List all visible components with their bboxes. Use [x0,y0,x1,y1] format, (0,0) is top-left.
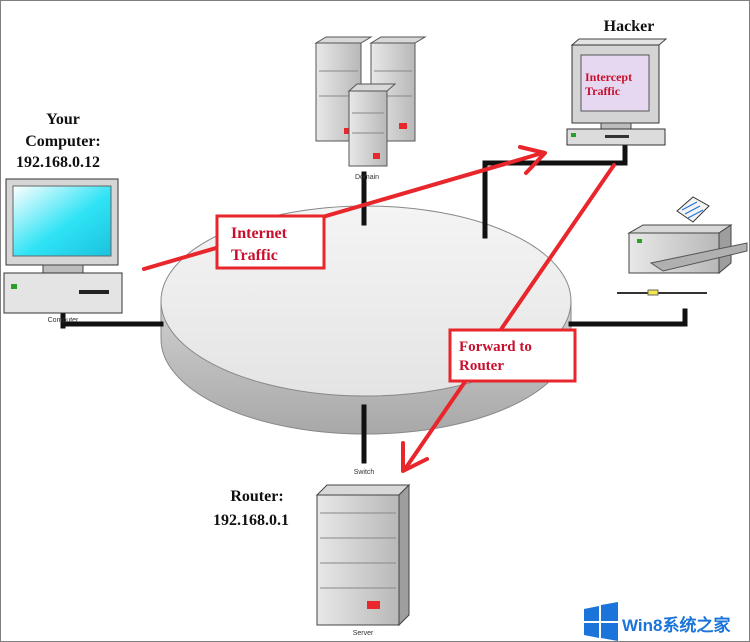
switch-label: Switch [354,469,375,476]
domain-servers: Domain [314,36,427,181]
svg-text:Computer:: Computer: [25,133,101,150]
hacker-screen-line2: Traffic [585,84,621,98]
forward-arrow [401,163,616,473]
server-label: Server [353,630,374,637]
server-tower-front [347,83,397,167]
forward-to-router-callout: Forward to Router [448,328,577,383]
router-label: Router: 192.168.0.1 [213,488,289,529]
svg-text:Internet: Internet [231,225,288,242]
your-computer: Computer [3,178,123,324]
router-server: Switch Server [315,469,411,637]
svg-text:Forward to: Forward to [459,339,532,355]
intercept-arrow [142,145,547,271]
power-led [11,284,17,289]
hacker-label: Hacker [604,18,655,35]
internet-traffic-callout: Internet Traffic [215,214,326,270]
watermark-text: Win8系统之家 [622,615,730,635]
printer [617,196,748,296]
hacker-computer: Intercept Traffic Hacker [566,18,668,146]
svg-text:Your: Your [46,111,80,128]
svg-text:192.168.0.12: 192.168.0.12 [16,154,100,171]
windows-logo-icon [584,602,618,641]
svg-text:192.168.0.1: 192.168.0.1 [213,512,289,529]
computer-screen [12,185,112,257]
watermark: Win8系统之家 [584,602,730,641]
svg-text:Router: Router [459,358,504,374]
svg-text:Traffic: Traffic [231,247,278,264]
hacker-screen [580,54,650,112]
svg-text:Router:: Router: [230,488,283,505]
hacker-screen-line1: Intercept [585,70,632,84]
computer-small-label: Computer [48,317,79,324]
domain-label: Domain [355,174,379,181]
your-computer-label: Your Computer: 192.168.0.12 [16,111,101,171]
